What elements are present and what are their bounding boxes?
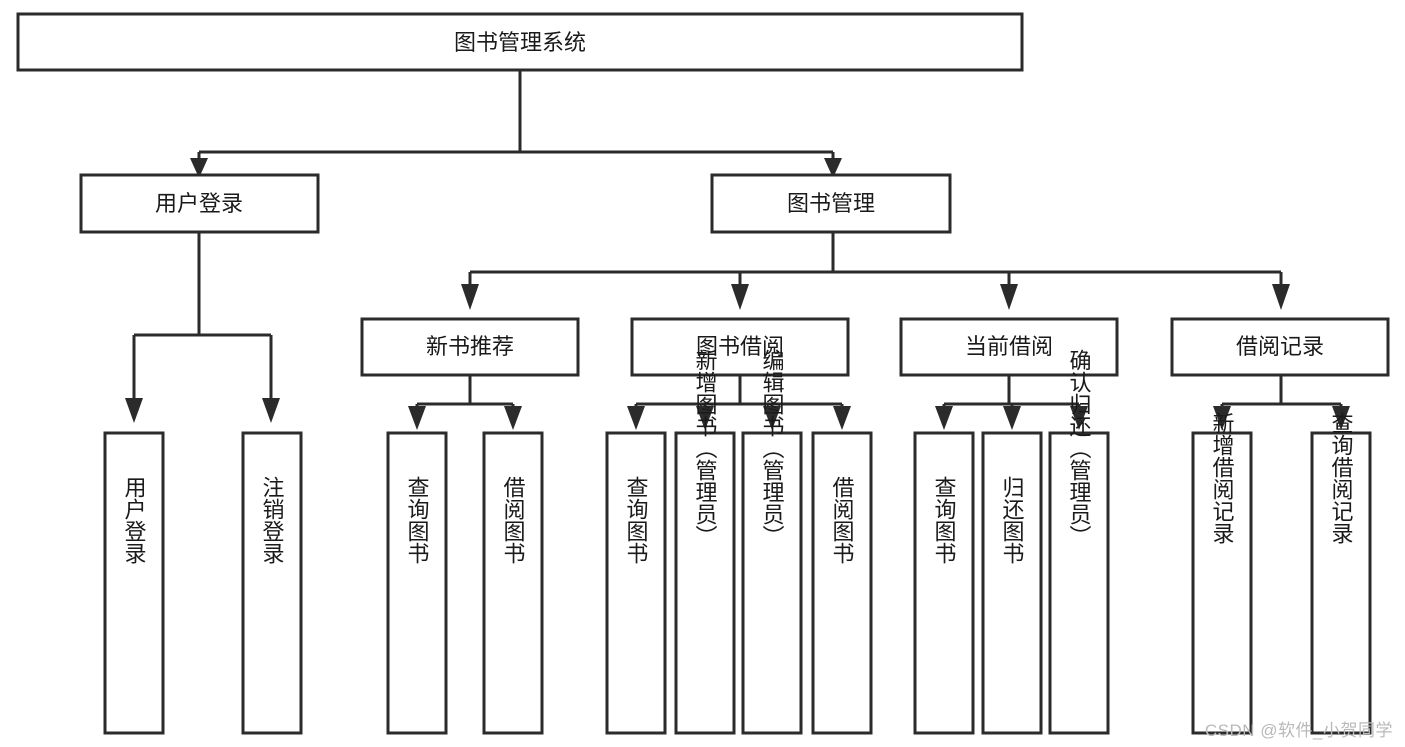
leaf-borrow-record-1[interactable]: 新增借阅记录 <box>1191 412 1253 735</box>
connector-book-borrow-to-leaves <box>634 375 844 410</box>
leaf-current-borrow-2[interactable]: 归还图书 <box>981 431 1043 735</box>
leaf-new-book-2[interactable]: 借阅图书 <box>482 431 544 735</box>
csdn-watermark: CSDN @软件_小贺同学 <box>1204 721 1393 740</box>
arrow-head-book-borrow-leaf-3 <box>763 406 781 430</box>
node-user-login-label: 用户登录 <box>155 191 243 216</box>
leaf-book-borrow-4[interactable]: 借阅图书 <box>811 431 873 735</box>
leaf-book-borrow-1-label: 查询图书 <box>624 476 649 564</box>
node-new-book-recommend[interactable]: 新书推荐 <box>360 317 580 377</box>
arrow-head-to-new-book <box>461 284 479 310</box>
leaf-new-book-2-label: 借阅图书 <box>501 476 526 564</box>
leaf-current-borrow-1[interactable]: 查询图书 <box>913 431 975 735</box>
connector-root-to-level2 <box>197 70 835 162</box>
leaf-current-borrow-2-label: 归还图书 <box>1000 476 1025 564</box>
leaf-book-borrow-1-box[interactable] <box>605 431 667 735</box>
arrow-head-current-borrow-leaf-3 <box>1070 406 1088 430</box>
leaf-new-book-1-label: 查询图书 <box>405 476 430 564</box>
node-new-book-recommend-box[interactable] <box>360 317 580 377</box>
leaf-current-borrow-3-label: 确认归还（管理员） <box>1067 349 1092 547</box>
node-root-label: 图书管理系统 <box>454 30 586 55</box>
leaf-borrow-record-2[interactable]: 查询借阅记录 <box>1310 412 1372 735</box>
leaf-user-login-2-box[interactable] <box>241 431 303 735</box>
arrow-head-to-book-borrow <box>731 284 749 310</box>
leaf-book-borrow-3-label: 编辑图书（管理员） <box>760 349 785 547</box>
leaf-current-borrow-2-box[interactable] <box>981 431 1043 735</box>
leaf-borrow-record-2-box[interactable] <box>1310 431 1372 735</box>
arrow-head-user-login-leaf-2 <box>262 398 280 423</box>
leaf-borrow-record-2-label: 查询借阅记录 <box>1329 412 1354 544</box>
leaf-new-book-1[interactable]: 查询图书 <box>386 431 448 735</box>
leaf-book-borrow-1[interactable]: 查询图书 <box>605 431 667 735</box>
leaf-book-borrow-2-label: 新增图书（管理员） <box>693 349 718 547</box>
node-root-box[interactable] <box>16 12 1024 72</box>
leaf-user-login-1[interactable]: 用户登录 <box>103 431 165 735</box>
node-borrow-record-box[interactable] <box>1170 317 1390 377</box>
leaf-user-login-2[interactable]: 注销登录 <box>241 431 303 735</box>
connector-layer <box>125 70 1350 430</box>
connector-current-borrow-to-leaves <box>942 375 1081 410</box>
leaf-borrow-record-1-label: 新增借阅记录 <box>1210 412 1235 544</box>
connector-book-manage-to-level3 <box>468 232 1283 288</box>
node-current-borrow-box[interactable] <box>899 317 1119 377</box>
connector-borrow-record-to-leaves <box>1220 375 1343 410</box>
arrow-head-current-borrow-leaf-1 <box>935 406 953 430</box>
leaf-new-book-2-box[interactable] <box>482 431 544 735</box>
leaf-current-borrow-1-box[interactable] <box>913 431 975 735</box>
arrow-head-book-borrow-leaf-2 <box>696 406 714 430</box>
arrow-head-borrow-record-leaf-1 <box>1213 406 1231 430</box>
leaf-current-borrow-3-box[interactable] <box>1048 431 1110 735</box>
arrow-head-new-book-leaf-2 <box>504 406 522 430</box>
leaf-current-borrow-3[interactable]: 确认归还（管理员） <box>1048 349 1110 735</box>
node-book-borrow-label: 图书借阅 <box>696 334 784 359</box>
leaf-borrow-record-1-box[interactable] <box>1191 431 1253 735</box>
node-book-borrow-box[interactable] <box>630 317 850 377</box>
arrow-head-to-user-login <box>190 158 208 178</box>
arrow-head-user-login-leaf-1 <box>125 398 143 423</box>
leaf-book-borrow-2-box[interactable] <box>674 431 736 735</box>
arrow-head-new-book-leaf-1 <box>408 406 426 430</box>
leaf-user-login-1-label: 用户登录 <box>122 476 147 564</box>
node-user-login[interactable]: 用户登录 <box>79 173 320 234</box>
node-borrow-record-label: 借阅记录 <box>1236 334 1324 359</box>
arrow-head-current-borrow-leaf-2 <box>1003 406 1021 430</box>
connector-new-book-to-leaves <box>415 375 515 410</box>
arrow-head-to-book-manage <box>824 158 842 178</box>
leaf-book-borrow-4-box[interactable] <box>811 431 873 735</box>
node-root[interactable]: 图书管理系统 <box>16 12 1024 72</box>
connector-user-login-to-leaves <box>132 232 273 402</box>
node-borrow-record[interactable]: 借阅记录 <box>1170 317 1390 377</box>
arrow-head-to-borrow-record <box>1272 284 1290 310</box>
node-book-manage-label: 图书管理 <box>787 191 875 216</box>
leaf-book-borrow-4-label: 借阅图书 <box>830 476 855 564</box>
node-book-manage-box[interactable] <box>710 173 952 234</box>
leaf-book-borrow-3[interactable]: 编辑图书（管理员） <box>741 349 803 735</box>
node-book-borrow[interactable]: 图书借阅 <box>630 317 850 377</box>
arrow-head-book-borrow-leaf-1 <box>627 406 645 430</box>
leaf-user-login-1-box[interactable] <box>103 431 165 735</box>
arrow-head-to-current-borrow <box>1000 284 1018 310</box>
node-current-borrow-label: 当前借阅 <box>965 334 1053 359</box>
node-new-book-recommend-label: 新书推荐 <box>426 334 514 359</box>
node-current-borrow[interactable]: 当前借阅 <box>899 317 1119 377</box>
leaf-book-borrow-3-box[interactable] <box>741 431 803 735</box>
arrow-head-book-borrow-leaf-4 <box>833 406 851 430</box>
leaf-book-borrow-2[interactable]: 新增图书（管理员） <box>674 349 736 735</box>
leaf-current-borrow-1-label: 查询图书 <box>932 476 957 564</box>
arrow-head-borrow-record-leaf-2 <box>1332 406 1350 430</box>
leaf-user-login-2-label: 注销登录 <box>260 476 285 564</box>
node-user-login-box[interactable] <box>79 173 320 234</box>
leaf-new-book-1-box[interactable] <box>386 431 448 735</box>
node-book-manage[interactable]: 图书管理 <box>710 173 952 234</box>
